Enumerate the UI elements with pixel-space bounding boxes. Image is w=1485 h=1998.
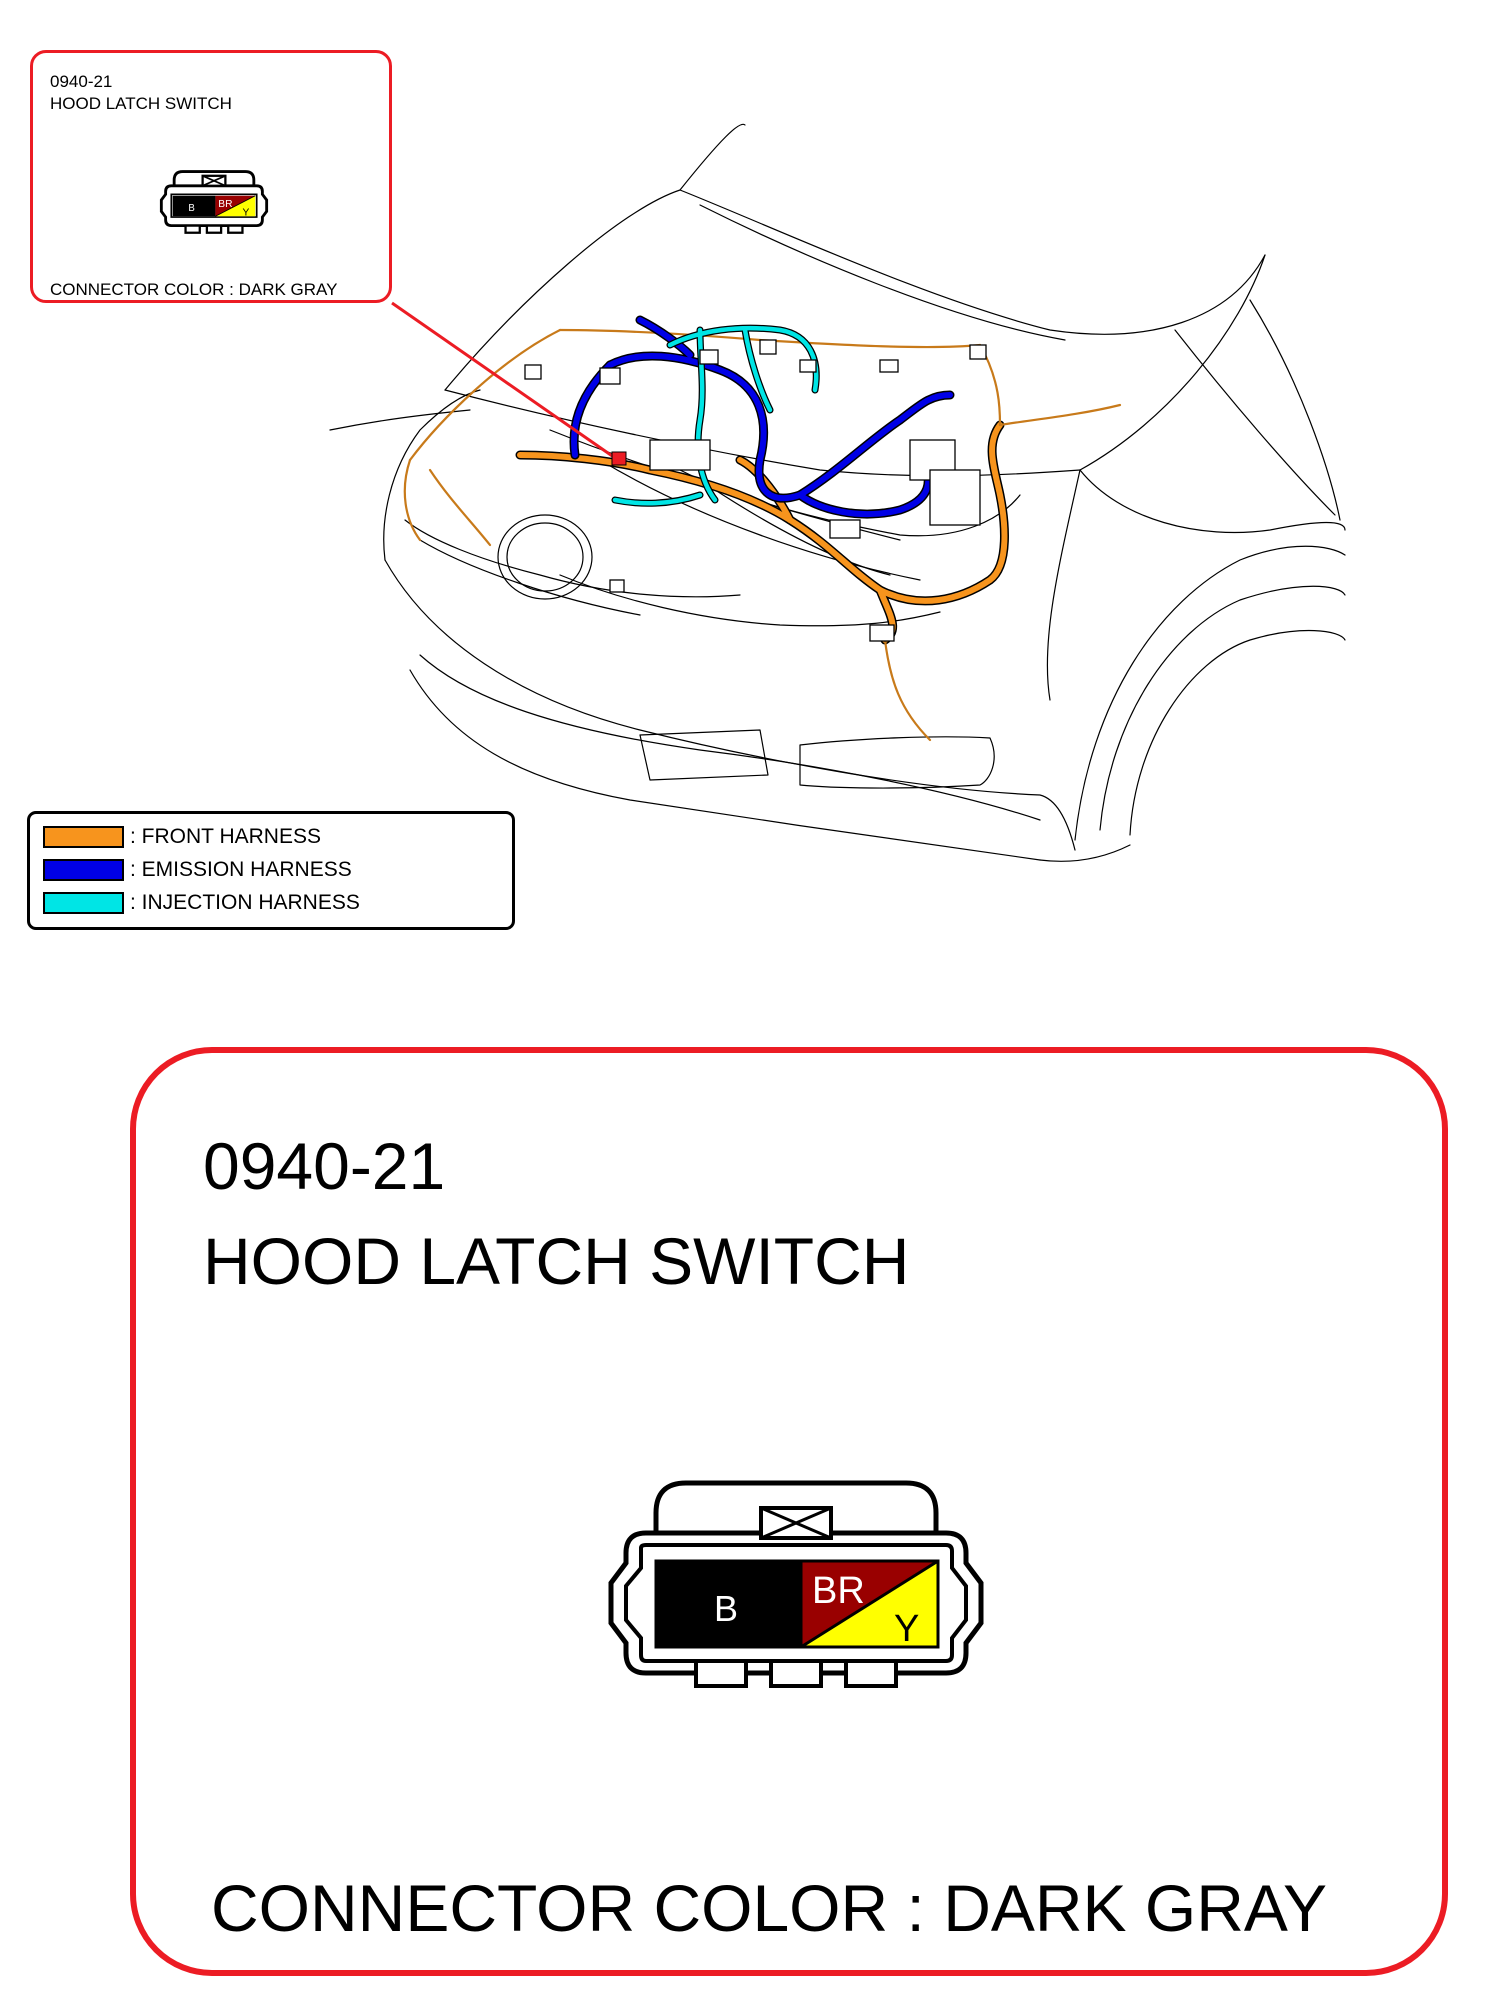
connector-name-large: HOOD LATCH SWITCH xyxy=(203,1224,910,1298)
car-body-outline xyxy=(329,123,1346,862)
connector-name-small: HOOD LATCH SWITCH xyxy=(50,94,232,113)
connector-code-large: 0940-21 xyxy=(203,1129,446,1203)
legend-label-injection: : INJECTION HARNESS xyxy=(130,891,360,914)
harness-legend: : FRONT HARNESS : EMISSION HARNESS : INJ… xyxy=(27,811,515,930)
callout-large: 0940-21 HOOD LATCH SWITCH B BR Y CONNECT… xyxy=(130,1047,1448,1976)
emission-harness-swatch xyxy=(43,859,124,881)
hood-latch-switch-location-marker xyxy=(611,451,627,466)
front-harness-swatch xyxy=(43,826,124,848)
legend-item-injection-harness: : INJECTION HARNESS xyxy=(43,890,360,916)
connector-code-small: 0940-21 xyxy=(50,72,113,91)
pin-br-small: BR xyxy=(218,199,232,210)
connector-color-small: CONNECTOR COLOR : DARK GRAY xyxy=(50,280,338,299)
leader-line xyxy=(391,301,619,462)
pin-b-label: B xyxy=(714,1588,738,1629)
legend-label-emission: : EMISSION HARNESS xyxy=(130,858,352,881)
pin-br-label: BR xyxy=(812,1570,865,1612)
pin-y-label: Y xyxy=(894,1608,919,1650)
legend-item-emission-harness: : EMISSION HARNESS xyxy=(43,857,352,883)
legend-item-front-harness: : FRONT HARNESS xyxy=(43,824,321,850)
connector-face-small: B BR Y xyxy=(159,170,269,234)
connector-color-large: CONNECTOR COLOR : DARK GRAY xyxy=(211,1871,1328,1945)
engine-components xyxy=(524,339,987,642)
legend-label-front: : FRONT HARNESS xyxy=(130,825,321,848)
pin-y-small: Y xyxy=(242,208,249,219)
injection-harness-swatch xyxy=(43,892,124,914)
pin-b-cell xyxy=(654,1559,803,1649)
pin-b-small: B xyxy=(188,203,194,214)
callout-small: 0940-21 HOOD LATCH SWITCH B BR Y CONNECT… xyxy=(30,50,392,303)
connector-face-large: B BR Y xyxy=(608,1480,984,1688)
